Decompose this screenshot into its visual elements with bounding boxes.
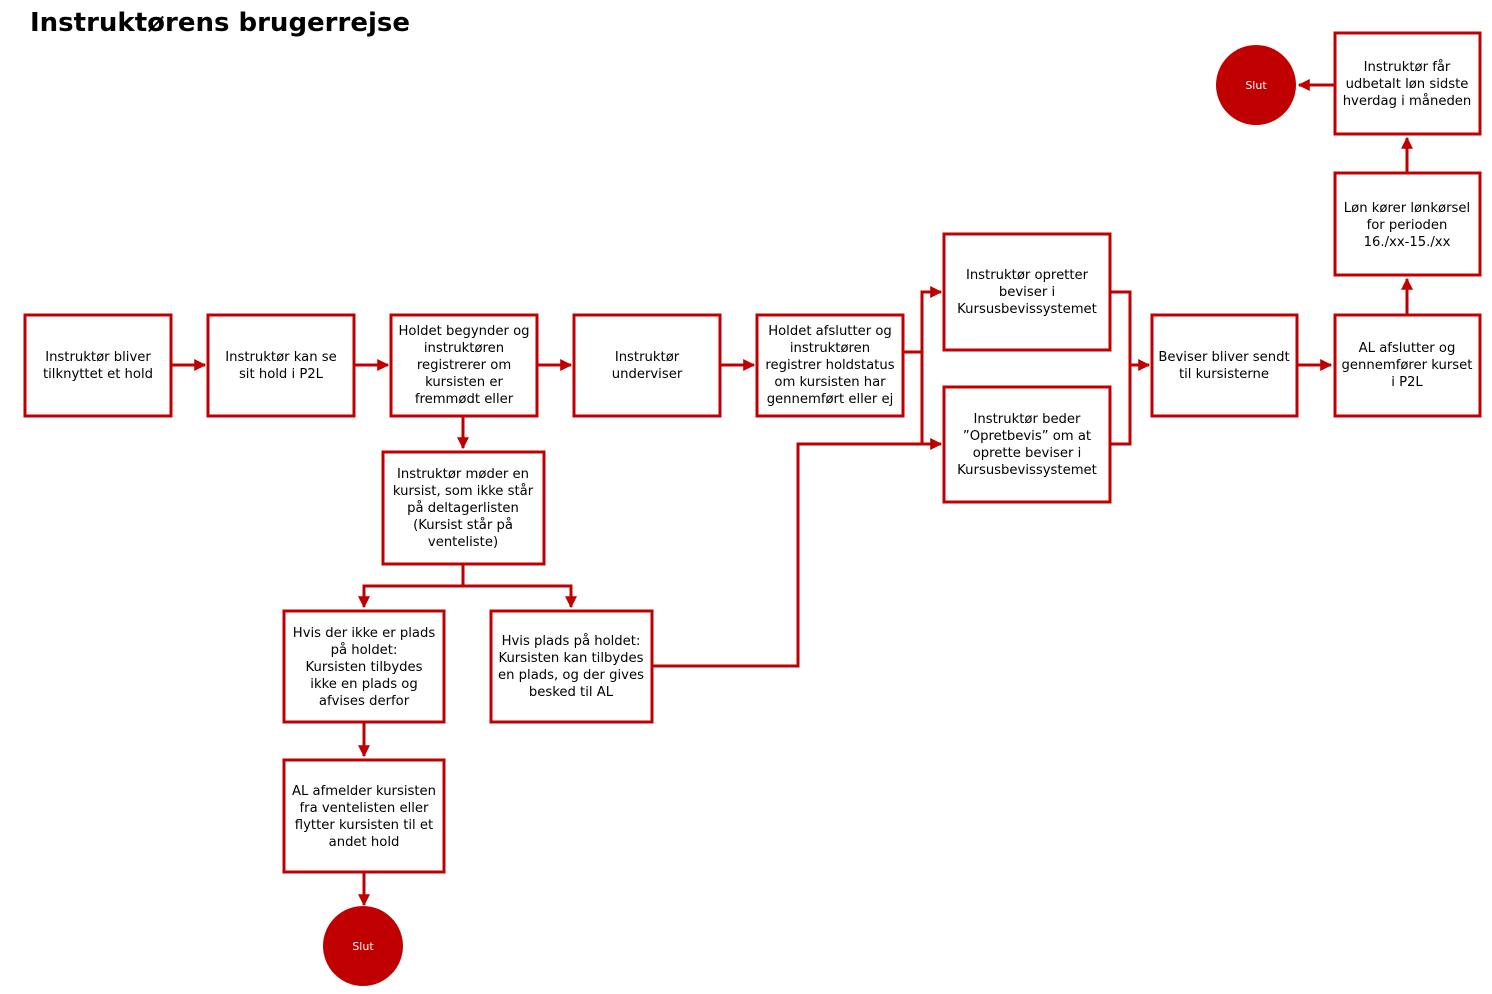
arrow-n12-n13 — [358, 564, 465, 609]
arrow-n7-n8 — [1110, 365, 1132, 446]
connectors — [171, 79, 1413, 907]
arrow-n6-n8 — [1110, 290, 1151, 371]
node-space-offered: Hvis plads på holdet:Kursisten kan tilby… — [489, 609, 654, 724]
arrow-n5-n6 — [903, 286, 943, 354]
svg-text:Hvis plads på holdet:Kursisten: Hvis plads på holdet:Kursisten kan tilby… — [498, 632, 644, 700]
svg-text:Instruktør beder”Opretbevis” o: Instruktør beder”Opretbevis” om atoprett… — [957, 412, 1097, 478]
end-node-bottom: Slut — [323, 906, 403, 986]
arrow-n12-n14 — [463, 584, 577, 609]
arrow-n14-n7 — [652, 442, 922, 668]
svg-text:Slut: Slut — [352, 940, 374, 953]
page-title: Instruktørens brugerrejse — [30, 8, 410, 38]
end-node-top: Slut — [1216, 45, 1296, 125]
svg-text:Slut: Slut — [1245, 79, 1267, 92]
arrow-n5-n7 — [903, 350, 943, 450]
